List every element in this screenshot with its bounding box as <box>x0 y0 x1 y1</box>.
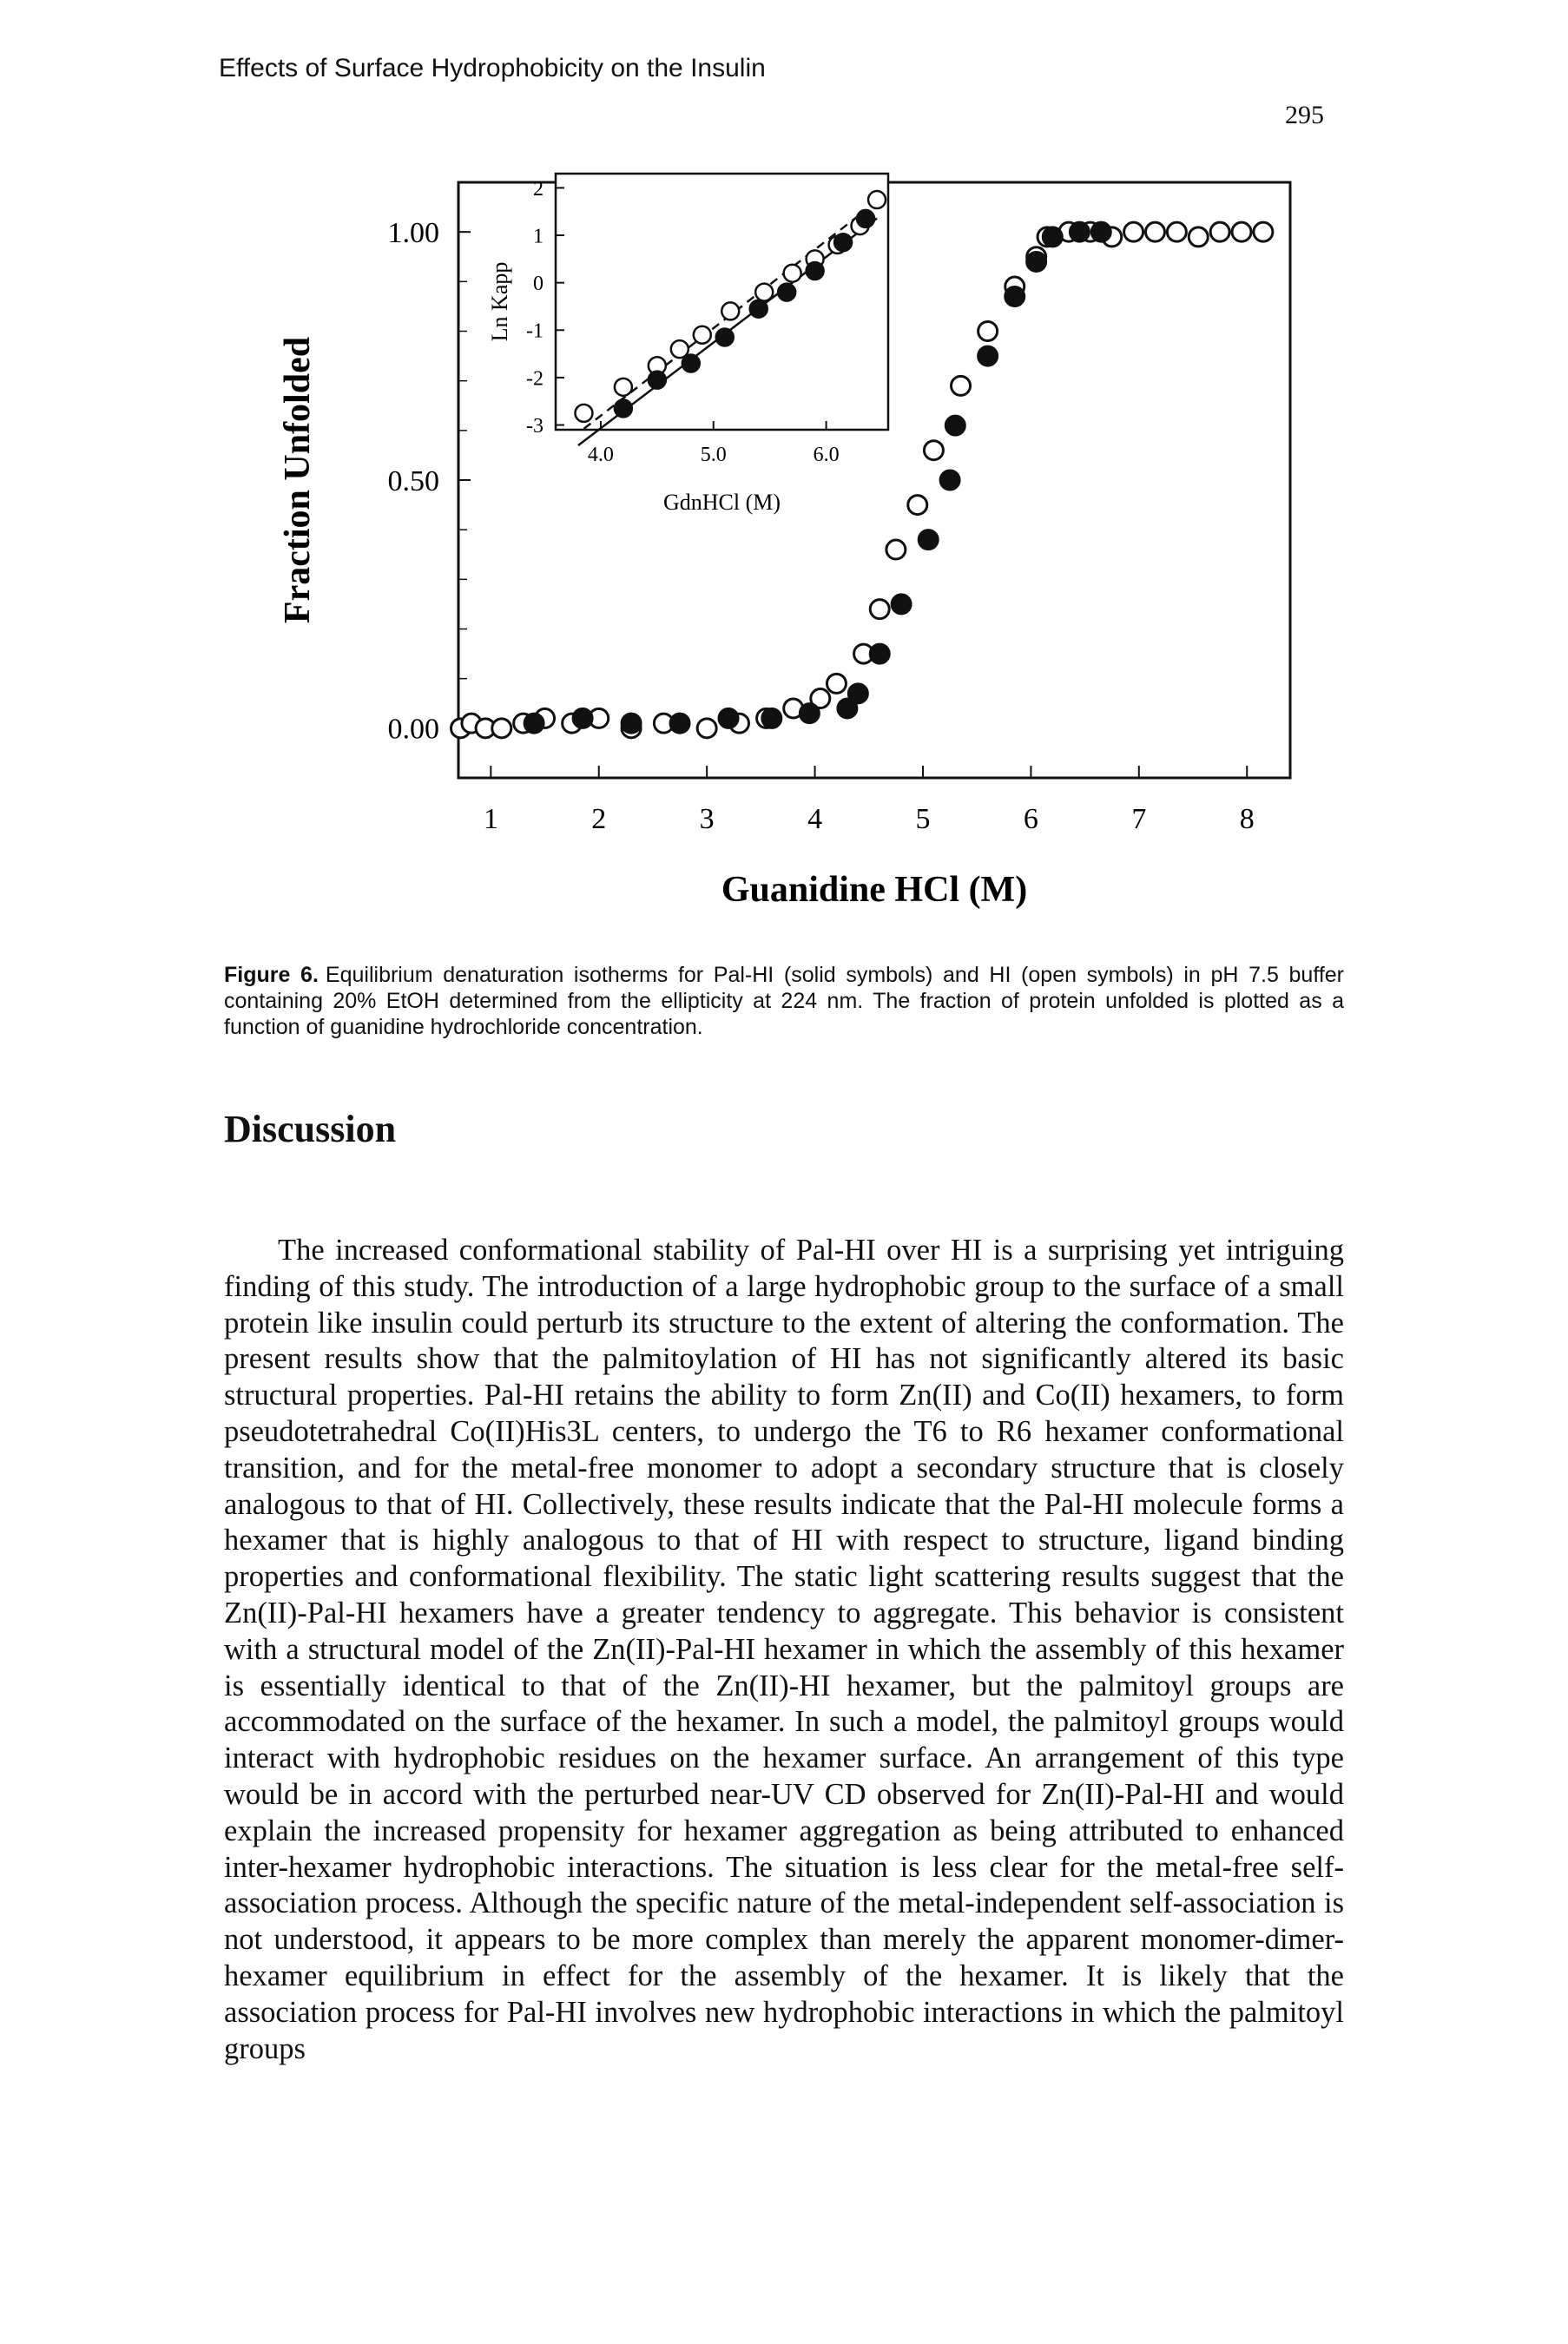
main-point-open <box>1123 221 1145 243</box>
main-y-tick-label: 0.50 <box>388 465 440 497</box>
main-point-open <box>868 598 891 621</box>
inset-point-solid <box>776 282 797 302</box>
main-point-open <box>1230 221 1253 243</box>
main-point-solid <box>890 593 912 616</box>
inset-x-tick-label: 5.0 <box>701 444 727 466</box>
main-point-solid <box>836 697 859 720</box>
inset-point-solid <box>748 299 768 319</box>
inset-point-open <box>866 189 887 210</box>
inset-point-open <box>782 263 802 283</box>
main-point-solid <box>523 712 545 734</box>
figure-caption-text: Equilibrium denaturation isotherms for P… <box>224 963 1345 1039</box>
running-head: Effects of Surface Hydrophobicity on the… <box>219 54 766 82</box>
inset-y-tick-label: -2 <box>526 367 544 390</box>
main-point-open <box>1143 221 1166 243</box>
main-point-open <box>906 494 929 517</box>
figure-label: Figure 6. <box>224 963 319 987</box>
main-plot-marks <box>449 221 1275 740</box>
inset-point-solid <box>833 232 853 253</box>
main-point-open <box>1165 221 1188 243</box>
main-x-tick-label: 8 <box>1240 803 1255 835</box>
inset-y-axis-label: Ln Kapp <box>487 262 512 342</box>
main-point-solid <box>1068 221 1090 243</box>
inset-x-axis-label: GdnHCl (M) <box>663 490 781 515</box>
main-point-solid <box>798 702 820 725</box>
inset-point-open <box>574 403 594 424</box>
main-point-open <box>885 538 907 561</box>
main-point-open <box>977 320 999 342</box>
main-point-open <box>950 374 972 397</box>
main-point-solid <box>761 707 783 729</box>
page-number: 295 <box>1285 101 1324 129</box>
inset-point-open <box>613 377 634 398</box>
main-x-tick-label: 4 <box>807 803 822 835</box>
main-point-open <box>922 439 945 462</box>
inset-point-open <box>669 339 690 359</box>
main-point-open <box>1187 226 1209 248</box>
main-x-tick-label: 2 <box>591 803 606 835</box>
main-point-solid <box>939 469 961 491</box>
main-y-tick-label: 0.00 <box>388 714 440 746</box>
main-point-solid <box>1090 221 1112 243</box>
main-x-tick-label: 7 <box>1131 803 1146 835</box>
main-point-open <box>695 717 718 740</box>
main-point-open <box>1209 221 1231 243</box>
inset-point-open <box>692 325 713 345</box>
main-point-solid <box>669 712 691 734</box>
main-y-tick-label: 1.00 <box>388 217 440 249</box>
inset-point-solid <box>805 260 825 281</box>
inset-x-tick-label: 6.0 <box>814 444 840 466</box>
main-point-solid <box>847 682 869 705</box>
main-point-solid <box>1004 285 1026 307</box>
inset-y-tick-label: 1 <box>533 225 544 247</box>
inset-plot-marks <box>574 189 887 447</box>
main-point-solid <box>571 707 594 729</box>
inset-x-tick-label: 4.0 <box>588 444 614 466</box>
inset-y-tick-label: 2 <box>533 178 544 201</box>
main-point-solid <box>917 529 939 551</box>
figure-caption: Figure 6.Equilibrium denaturation isothe… <box>224 962 1344 1040</box>
inset-y-tick-label: -3 <box>526 415 544 438</box>
main-y-axis-label: Fraction Unfolded <box>278 337 318 623</box>
inset-frame <box>554 172 890 431</box>
main-point-solid <box>1025 250 1048 273</box>
main-x-tick-label: 3 <box>700 803 715 835</box>
main-point-open <box>491 717 513 740</box>
main-point-solid <box>977 345 999 367</box>
main-point-solid <box>868 642 891 665</box>
main-point-open <box>825 672 847 695</box>
discussion-paragraph: The increased conformational stability o… <box>224 1234 1344 2065</box>
inset-point-solid <box>715 327 735 347</box>
section-heading: Discussion <box>224 1108 397 1150</box>
inset-point-open <box>720 301 741 321</box>
main-point-solid <box>620 712 642 734</box>
main-x-tick-label: 5 <box>915 803 930 835</box>
inset-point-open <box>754 282 774 302</box>
main-point-solid <box>717 707 740 729</box>
main-point-open <box>1252 221 1275 243</box>
inset-y-tick-label: -1 <box>526 320 544 343</box>
inset-y-tick-label: 0 <box>533 273 544 295</box>
main-point-open <box>809 688 832 710</box>
inset-point-solid <box>681 353 702 373</box>
main-point-solid <box>1041 226 1064 248</box>
inset-point-solid <box>647 370 668 390</box>
main-point-solid <box>944 414 966 437</box>
inset-point-solid <box>613 398 634 418</box>
main-x-tick-label: 6 <box>1024 803 1038 835</box>
main-x-axis-label: Guanidine HCl (M) <box>721 870 1027 910</box>
main-x-tick-label: 1 <box>484 803 498 835</box>
inset-point-solid <box>855 208 876 229</box>
